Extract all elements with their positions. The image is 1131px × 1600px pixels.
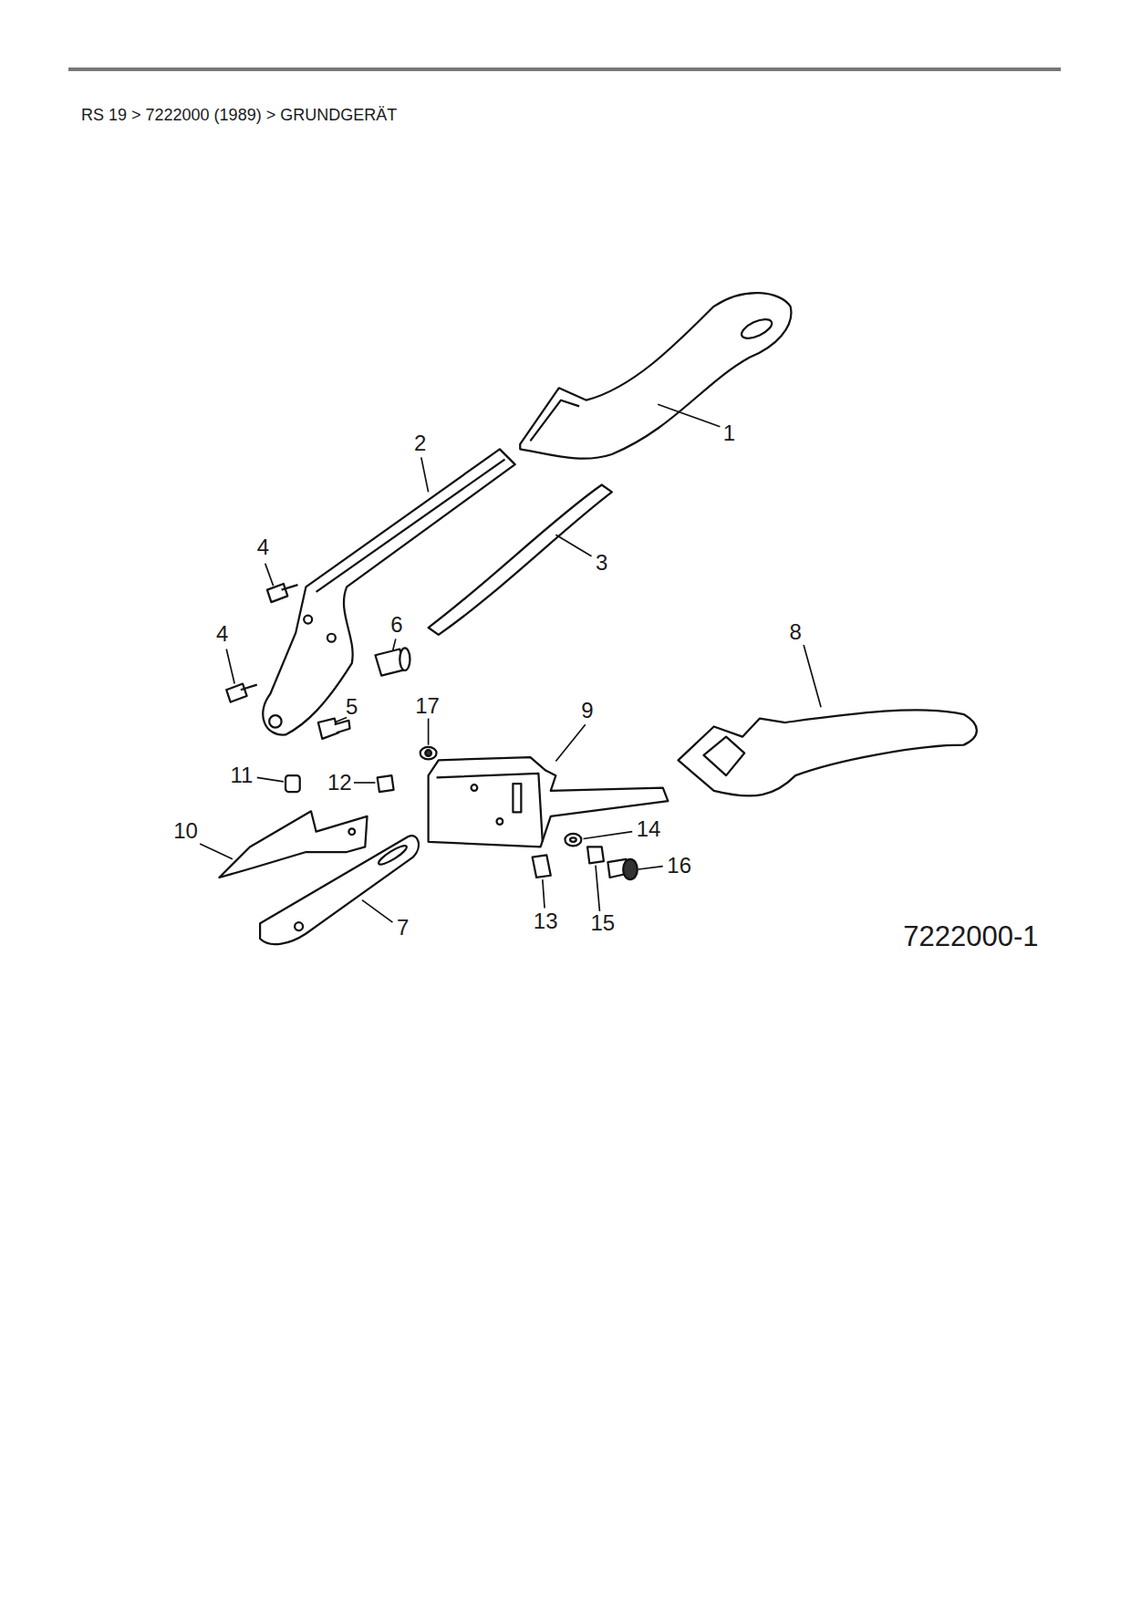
- callout-number: 5: [345, 695, 358, 718]
- callout-number: 16: [666, 854, 692, 877]
- callout-number: 2: [414, 432, 426, 455]
- callout-number: 7: [396, 916, 409, 939]
- callout-number: 14: [636, 818, 662, 841]
- callout-number: 10: [173, 819, 198, 842]
- callout-number: 9: [581, 699, 593, 722]
- callout-number: 8: [788, 621, 801, 644]
- callout-number: 4: [257, 536, 270, 559]
- figure-number: 7222000-1: [902, 922, 1038, 951]
- callout-number: 6: [390, 613, 403, 636]
- callout-number: 15: [590, 912, 615, 934]
- breadcrumb-title: RS 19 > 7222000 (1989) > GRUNDGERÄT: [81, 106, 397, 124]
- callout-number: 17: [415, 695, 440, 717]
- callout-number: 1: [723, 422, 736, 445]
- callout-number: 12: [327, 771, 353, 794]
- callout-number: 3: [595, 551, 608, 574]
- header-rule: [68, 67, 1061, 72]
- callout-number: 11: [230, 764, 254, 787]
- callout-number: 13: [533, 910, 559, 933]
- callout-number: 4: [216, 622, 229, 645]
